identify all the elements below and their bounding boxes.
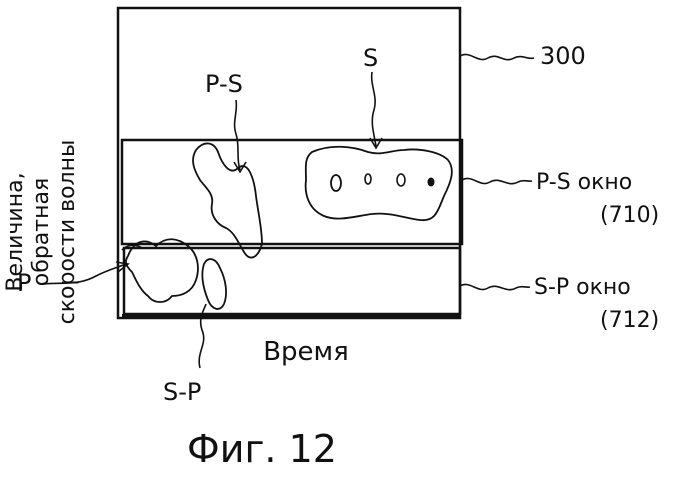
label-p: P	[17, 269, 31, 297]
leader-s	[372, 72, 376, 146]
leader-300	[460, 54, 534, 59]
s-region-blob-3	[397, 174, 405, 186]
label-s: S	[363, 44, 378, 72]
s-region-blob-1	[331, 175, 341, 191]
y-axis-label-line-2: обратная	[29, 178, 54, 286]
ps-window-710	[122, 140, 462, 244]
s-region-blob-2	[365, 174, 371, 184]
label-300: 300	[540, 42, 586, 70]
ps-window-label: P-S окно	[536, 170, 632, 195]
sp-window-label: S-P окно	[534, 275, 631, 300]
y-axis-label: Величина, обратная скорости волны	[3, 140, 80, 325]
label-sp: S-P	[163, 378, 201, 406]
y-axis-label-line-3: скорости волны	[55, 140, 80, 325]
figure-caption: Фиг. 12	[187, 427, 337, 471]
ps-window-ref: (710)	[600, 203, 659, 228]
leader-ps-window	[462, 178, 532, 183]
outer-frame-300	[118, 8, 460, 318]
leader-sp-window	[460, 284, 530, 289]
x-axis-label: Время	[263, 337, 349, 367]
sp-region-contour	[202, 259, 226, 309]
leader-ps	[235, 100, 240, 170]
sp-window-ref: (712)	[600, 308, 659, 333]
s-region-blob-4	[428, 178, 434, 186]
ps-region-contour	[193, 143, 262, 257]
label-ps: P-S	[205, 70, 243, 98]
sp-window-712	[124, 248, 460, 314]
